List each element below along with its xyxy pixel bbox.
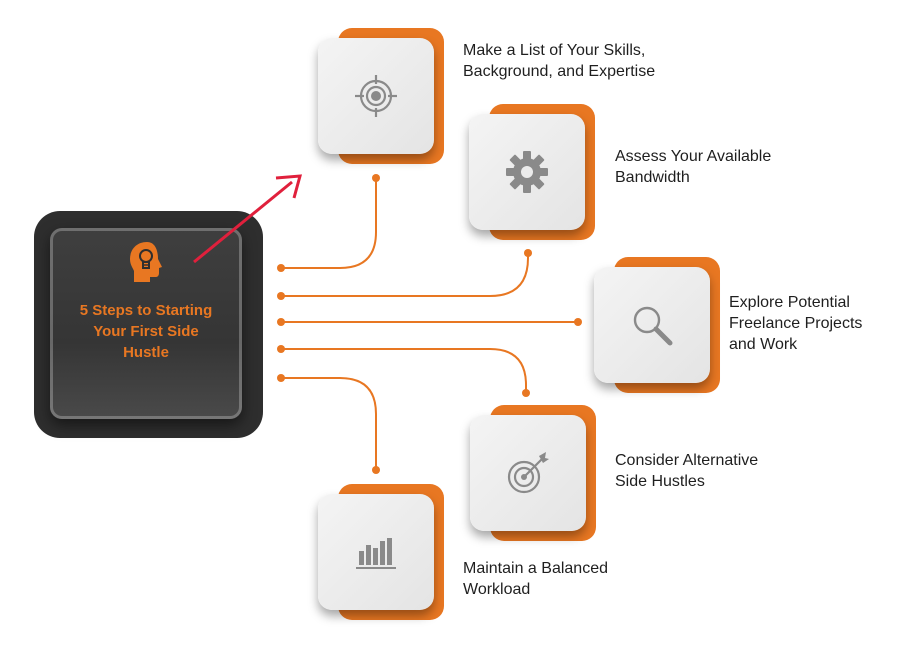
step-label-line: Bandwidth bbox=[615, 169, 690, 186]
card-face bbox=[318, 494, 434, 610]
step-card-1 bbox=[318, 28, 444, 164]
connector-step-2 bbox=[281, 253, 529, 297]
step-label-line: Assess Your Available bbox=[615, 148, 772, 165]
step-label-line: Maintain a Balanced bbox=[463, 560, 608, 577]
crosshair-icon bbox=[355, 75, 397, 117]
dot-start-3 bbox=[277, 318, 285, 326]
dot-end-2 bbox=[524, 249, 532, 257]
head-lightbulb-icon bbox=[130, 242, 162, 282]
card-face bbox=[470, 415, 586, 531]
step-label-line: Explore Potential bbox=[729, 294, 850, 311]
step-label-2: Assess Your Available Bandwidth bbox=[615, 146, 771, 188]
card-face bbox=[318, 38, 434, 154]
dot-end-1 bbox=[372, 174, 380, 182]
dot-start-1 bbox=[277, 264, 285, 272]
connector-step-5 bbox=[281, 377, 377, 470]
dot-start-4 bbox=[277, 345, 285, 353]
gear-icon bbox=[506, 151, 548, 193]
card-face bbox=[469, 114, 585, 230]
central-title-line: Hustle bbox=[123, 344, 169, 361]
step-label-line: Consider Alternative bbox=[615, 452, 759, 469]
dot-start-2 bbox=[277, 292, 285, 300]
card-face bbox=[594, 267, 710, 383]
step-label-1: Make a List of Your Skills, Background, … bbox=[463, 40, 655, 82]
step-card-3 bbox=[594, 257, 720, 393]
central-title: 5 Steps to Starting Your First Side Hust… bbox=[58, 300, 234, 363]
step-card-4 bbox=[470, 405, 596, 541]
dot-start-5 bbox=[277, 374, 285, 382]
step-label-line: Workload bbox=[463, 581, 531, 598]
step-label-3: Explore Potential Freelance Projects and… bbox=[729, 292, 862, 355]
target-arrow-icon bbox=[507, 452, 549, 494]
bar-chart-icon bbox=[356, 538, 396, 569]
step-label-line: Make a List of Your Skills, bbox=[463, 42, 646, 59]
step-label-4: Consider Alternative Side Hustles bbox=[615, 450, 758, 492]
central-title-line: Your First Side bbox=[93, 323, 199, 340]
dot-end-4 bbox=[522, 389, 530, 397]
central-title-line: 5 Steps to Starting bbox=[79, 302, 213, 319]
step-label-line: Side Hustles bbox=[615, 473, 705, 490]
dot-end-3 bbox=[574, 318, 582, 326]
dot-end-5 bbox=[372, 466, 380, 474]
step-label-line: and Work bbox=[729, 336, 798, 353]
step-card-5 bbox=[318, 484, 444, 620]
step-label-line: Freelance Projects bbox=[729, 315, 863, 332]
step-label-5: Maintain a Balanced Workload bbox=[463, 558, 608, 600]
step-card-2 bbox=[469, 104, 595, 240]
step-label-line: Background, and Expertise bbox=[463, 63, 656, 80]
magnifier-icon bbox=[633, 306, 673, 346]
connector-step-4 bbox=[281, 348, 527, 393]
connector-step-1 bbox=[281, 178, 377, 269]
